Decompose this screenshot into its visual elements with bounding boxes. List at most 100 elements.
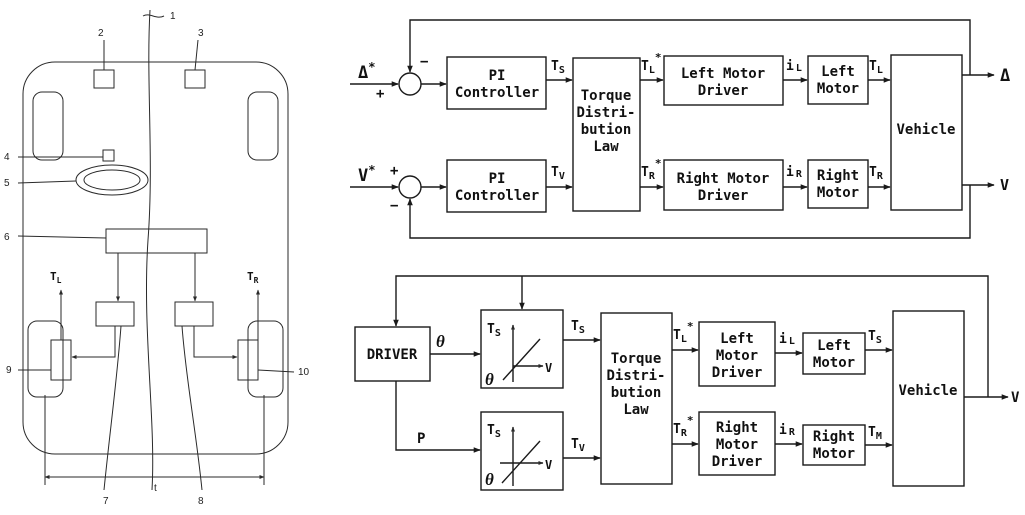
output-delta-label: Δ [1000,66,1010,86]
right-motor-driver-top-line1: Right Motor [677,171,770,187]
rear-right-wheel [247,320,284,398]
torque-law-top-line3: bution [581,122,632,138]
callout-4: 4 [4,152,10,163]
left-motor-driver-bottom-line1: Left [720,331,754,347]
tr-star-bottom-label: TR* [673,414,693,439]
rear-left-wheel [27,320,64,398]
right-motor-bottom [802,424,866,466]
pi-controller-delta-line2: Controller [455,85,539,101]
pi-controller-v [446,159,547,213]
sign-minus-delta: − [420,54,428,70]
tv-in-label: TV [571,437,585,454]
callout-5: 5 [4,178,10,189]
pedal-map-curve [501,440,541,484]
torque-law-top-line1: Torque [581,88,632,104]
left-motor-driver-top [663,55,784,106]
steering-wheel-outer [75,164,149,196]
right-motor-driver-bottom-line3: Driver [712,454,763,470]
summing-junction-delta [398,72,422,96]
vehicle-bottom-label: Vehicle [898,383,957,399]
right-motor-top-line2: Motor [817,185,859,201]
left-motor-driver-top-line2: Driver [698,83,749,99]
input-delta-label: Δ* [358,60,375,83]
sign-minus-v: − [390,198,398,214]
callout-6-leader [17,235,107,239]
callout-1-leader [142,14,165,18]
callout-3: 3 [198,28,204,39]
right-motor-top-line1: Right [817,168,859,184]
callout-2: 2 [98,28,104,39]
left-motor-driver-bottom [698,321,776,387]
torque-law-bottom-line2: Distri- [606,368,665,384]
torque-distribution-law-bottom [600,312,673,485]
left-motor-bottom [802,332,866,375]
theta-label: θ [436,332,445,351]
cable-8 [181,325,203,491]
right-motor-top [807,159,869,209]
torque-distribution-law-top [572,57,641,212]
pi-controller-delta [446,56,547,110]
ts-label: TS [551,59,565,76]
left-motor-driver-top-line1: Left Motor [681,66,765,82]
callout-6: 6 [4,232,10,243]
torque-law-bottom-line1: Torque [611,351,662,367]
tl-star-bottom-label: TL* [673,320,693,345]
hub-motor-right-10 [237,339,259,381]
left-motor-top [807,55,869,105]
torque-left-label: TL [50,270,62,285]
pedal-map-block [480,411,564,491]
right-motor-driver-bottom-line2: Motor [716,437,758,453]
torque-right-label: TR [247,270,259,285]
hub-motor-left-9 [50,339,72,381]
steering-sensor-4 [102,149,115,162]
feedback-v-line [407,185,971,239]
sensor-2 [93,69,115,89]
driver-to-motor-left [71,326,116,359]
feedback-to-driver-line [393,275,989,397]
callout-10-leader [257,369,295,373]
vehicle-block-top [890,54,963,211]
vehicle-body-outline [22,61,289,455]
centerline-axis [145,9,154,491]
vehicle-top-label: Vehicle [896,122,955,138]
steering-map-graph: TS θ V [485,322,552,389]
ts-in-label: TS [571,319,585,336]
front-left-wheel [32,91,64,161]
tl-star-label: TL* [641,51,661,76]
right-motor-bottom-line1: Right [813,429,855,445]
torque-law-bottom-line4: Law [623,402,649,418]
left-motor-bottom-line1: Left [817,338,851,354]
right-motor-driver-bottom-line1: Right [716,420,758,436]
output-v-label: V [1000,176,1009,194]
ts-out-label: TS [868,329,882,346]
pedal-map-graph: TS θ V [485,423,552,489]
tr-label: TR [869,165,884,182]
driver-map-figure: DRIVER θ P TS θ V TS θ V TS TV [354,275,1020,491]
pi-controller-delta-line1: PI [489,68,506,84]
callout-9: 9 [6,365,12,376]
sensor-3 [184,69,206,89]
right-motor-bottom-line2: Motor [813,446,855,462]
steering-map-theta: θ [485,370,494,389]
summing-junction-v [398,175,422,199]
cable-7 [103,325,122,491]
steering-map-block [480,309,564,389]
tv-label: TV [551,165,565,182]
right-motor-driver-bottom [698,411,776,476]
callout-8: 8 [198,496,204,507]
motor-driver-left [95,301,135,327]
controller-unit-6 [105,228,208,254]
driver-label: DRIVER [367,347,418,363]
callout-5-leader [17,180,77,184]
motor-driver-right [174,301,214,327]
driver-to-motor-right [193,326,238,359]
track-label: t [154,483,157,494]
callout-1: 1 [170,11,176,22]
p-label: P [417,431,425,447]
pi-control-figure: Δ* V* + − + − PI Controller PI Controlle… [350,19,1010,239]
callout-10: 10 [298,367,310,378]
left-motor-bottom-line2: Motor [813,355,855,371]
input-v-label: V* [358,163,375,186]
